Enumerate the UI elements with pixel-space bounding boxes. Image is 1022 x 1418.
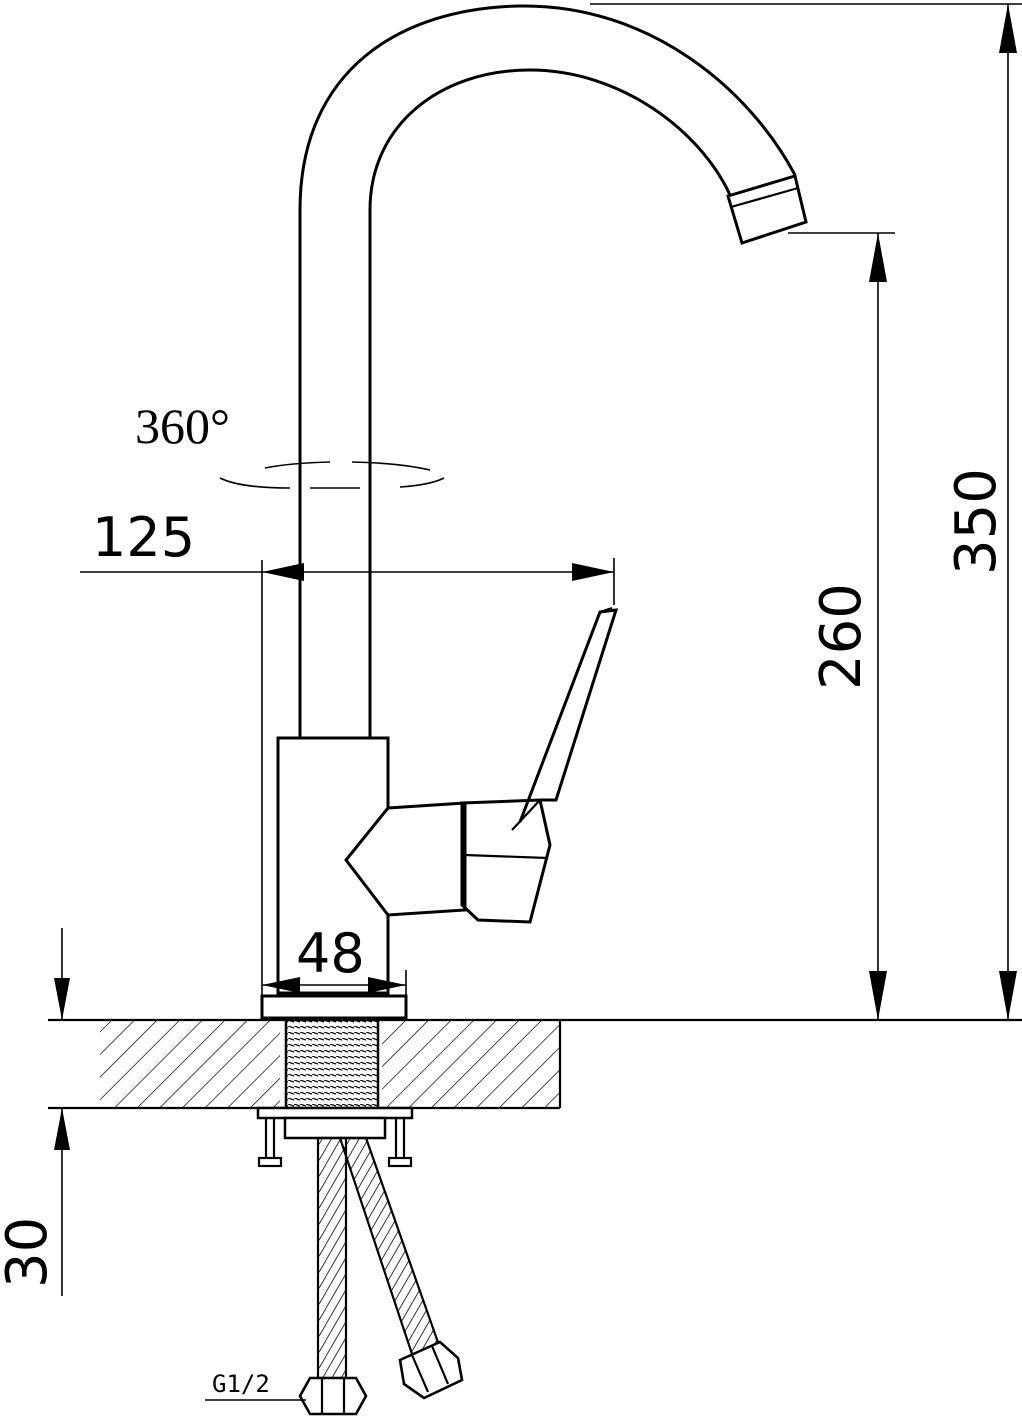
dimension-thread-length: 30 <box>0 928 70 1296</box>
aerator <box>726 174 808 245</box>
dimension-base-width: 48 <box>262 922 407 996</box>
connection-label: G1/2 <box>212 1370 270 1398</box>
dimension-label-30: 30 <box>0 1217 60 1288</box>
lever-handle <box>460 606 619 924</box>
hose-nut <box>398 1340 464 1400</box>
rotation-indicator: 360° <box>135 398 445 489</box>
dimension-outlet-height: 260 <box>788 232 895 1020</box>
dimension-label-260: 260 <box>809 583 874 690</box>
dimension-spout-reach: 125 <box>80 506 615 996</box>
mounting-hardware <box>256 1106 414 1168</box>
dimension-label-125: 125 <box>92 506 195 569</box>
dimension-label-48: 48 <box>296 922 365 985</box>
countertop-section <box>48 1018 1022 1114</box>
faucet-body <box>260 736 467 1020</box>
spout <box>298 4 808 738</box>
connection-callout: G1/2 <box>205 1370 306 1401</box>
rotation-label: 360° <box>135 398 230 454</box>
flexible-hoses <box>298 1136 464 1416</box>
dimension-label-350: 350 <box>944 468 1009 575</box>
hose-nut <box>298 1376 368 1416</box>
dimension-total-height: 350 <box>590 3 1022 1020</box>
